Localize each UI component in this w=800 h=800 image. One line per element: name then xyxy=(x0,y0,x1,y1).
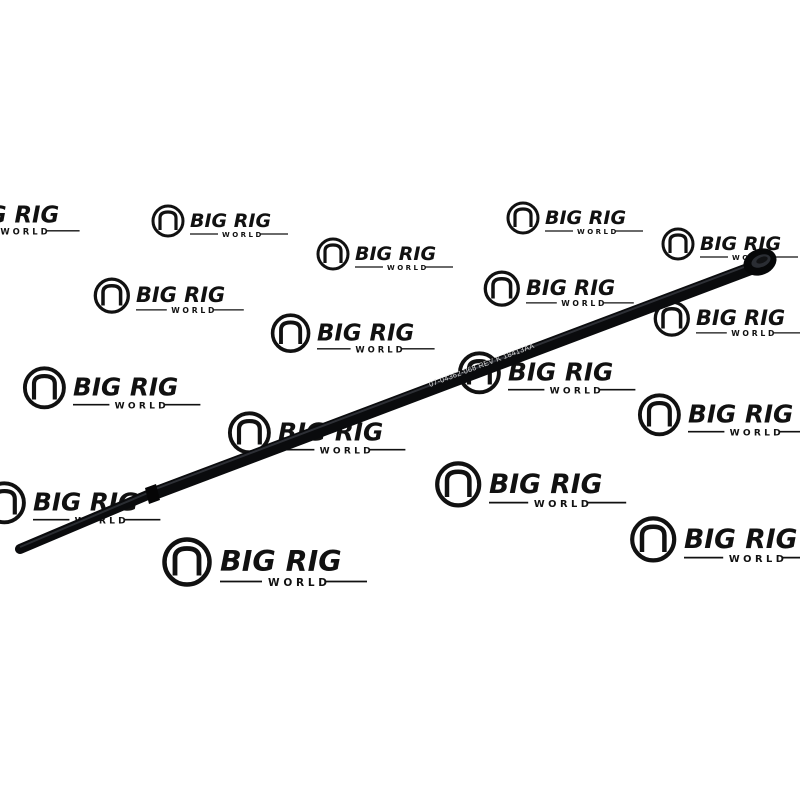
big-rig-emblem-icon xyxy=(162,537,212,587)
big-rig-emblem-icon xyxy=(506,201,540,235)
watermark-brand-subtitle: WORLD xyxy=(268,577,331,589)
watermark-brand-name: BIG RIG xyxy=(684,524,797,555)
watermark-brand-subtitle: WORLD xyxy=(355,344,405,354)
watermark-brand-name: BIG RIG xyxy=(0,202,59,228)
watermark-brand-subtitle: WORLD xyxy=(730,429,784,439)
watermark-brand-subtitle: WORLD xyxy=(0,226,50,236)
big-rig-emblem-icon xyxy=(22,366,66,410)
watermark-brand-name: BIG RIG xyxy=(220,545,342,578)
watermark-brand-subtitle: WORLD xyxy=(75,517,129,527)
watermark-brand-name: BIG RIG xyxy=(696,306,785,330)
big-rig-emblem-icon xyxy=(435,461,482,508)
big-rig-emblem-icon xyxy=(637,393,681,437)
watermark-brand-name: BIG RIG xyxy=(136,283,225,307)
watermark-brand-name: BIG RIG xyxy=(190,210,271,232)
big-rig-emblem-icon xyxy=(0,481,26,525)
watermark-brand-name: BIG RIG xyxy=(545,207,626,229)
rod-main-shaft xyxy=(147,261,755,502)
watermark-brand-subtitle: WORLD xyxy=(171,306,217,315)
watermark-brand-subtitle: WORLD xyxy=(115,402,169,412)
watermark-brand-name: BIG RIG xyxy=(73,373,178,402)
big-rig-emblem-icon xyxy=(483,270,520,307)
watermark-brand-subtitle: WORLD xyxy=(731,329,777,338)
watermark-brand-subtitle: WORLD xyxy=(561,299,607,308)
watermark-brand-subtitle: WORLD xyxy=(577,228,619,236)
watermark-brand-subtitle: WORLD xyxy=(729,554,788,565)
big-rig-emblem-icon xyxy=(93,277,130,314)
big-rig-emblem-icon xyxy=(630,516,677,563)
watermark-brand-name: BIG RIG xyxy=(317,320,414,346)
watermark-brand-subtitle: WORLD xyxy=(320,447,374,457)
watermark-brand-subtitle: WORLD xyxy=(387,264,429,272)
big-rig-emblem-icon xyxy=(151,204,185,238)
watermark-brand-subtitle: WORLD xyxy=(222,231,264,239)
watermark-brand-name: BIG RIG xyxy=(489,469,602,500)
big-rig-emblem-icon xyxy=(316,237,350,271)
watermark-brand-name: BIG RIG xyxy=(688,400,793,429)
watermark-brand-name: BIG RIG xyxy=(526,276,615,300)
rod-thin-section xyxy=(15,489,155,554)
big-rig-emblem-icon xyxy=(270,313,311,354)
rod-collar xyxy=(145,484,160,504)
watermark-brand-subtitle: WORLD xyxy=(550,387,604,397)
big-rig-emblem-icon xyxy=(661,227,695,261)
watermark-brand-subtitle: WORLD xyxy=(534,499,593,510)
rod-handle xyxy=(743,248,777,276)
watermark-brand-name: BIG RIG xyxy=(508,358,613,387)
watermark-brand-name: BIG RIG xyxy=(355,243,436,265)
